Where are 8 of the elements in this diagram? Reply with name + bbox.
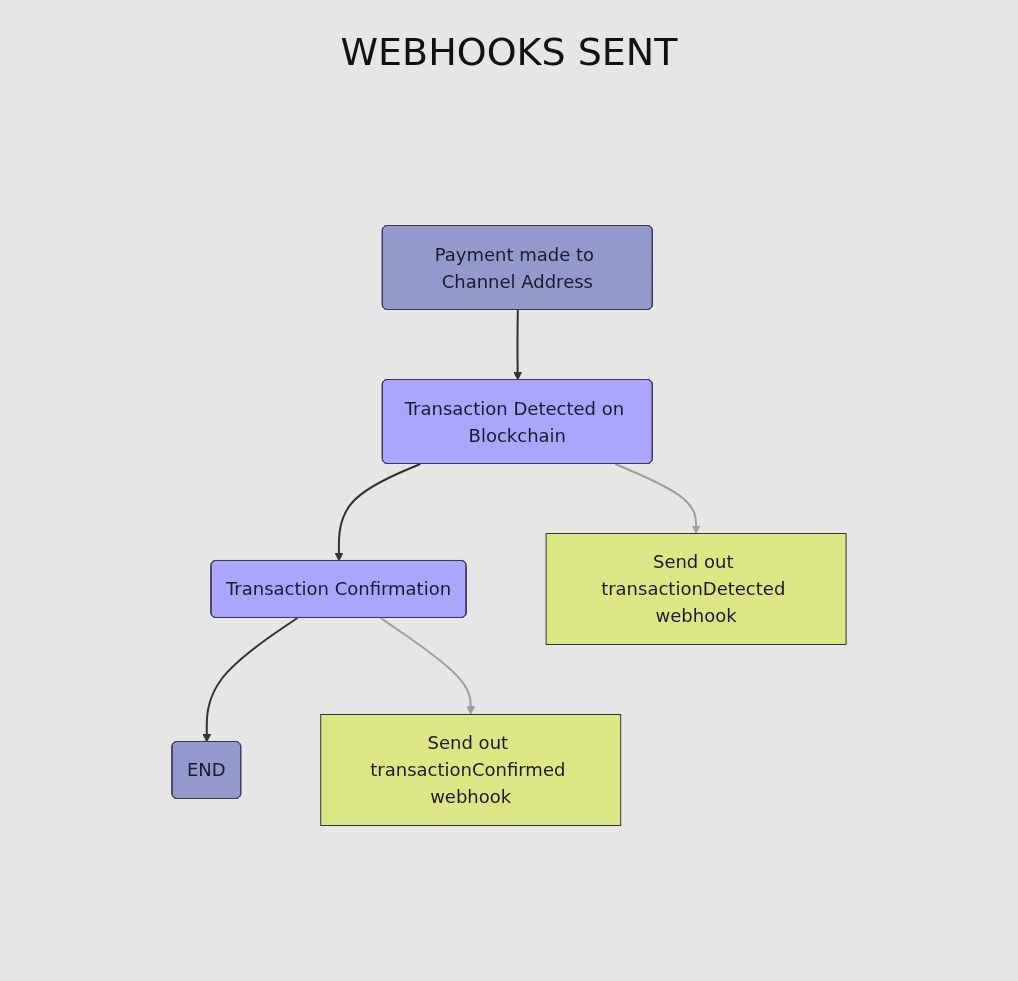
arrow [379, 617, 476, 715]
node-box: Send out transactionConfirmed webhook [320, 714, 622, 826]
arrow [202, 617, 299, 743]
arrow [513, 309, 523, 381]
heading: WEBHOOKS SENT [340, 30, 678, 74]
arrow [614, 463, 701, 534]
node-box: Send out transactionDetected webhook [545, 533, 847, 645]
arrow [334, 463, 422, 562]
